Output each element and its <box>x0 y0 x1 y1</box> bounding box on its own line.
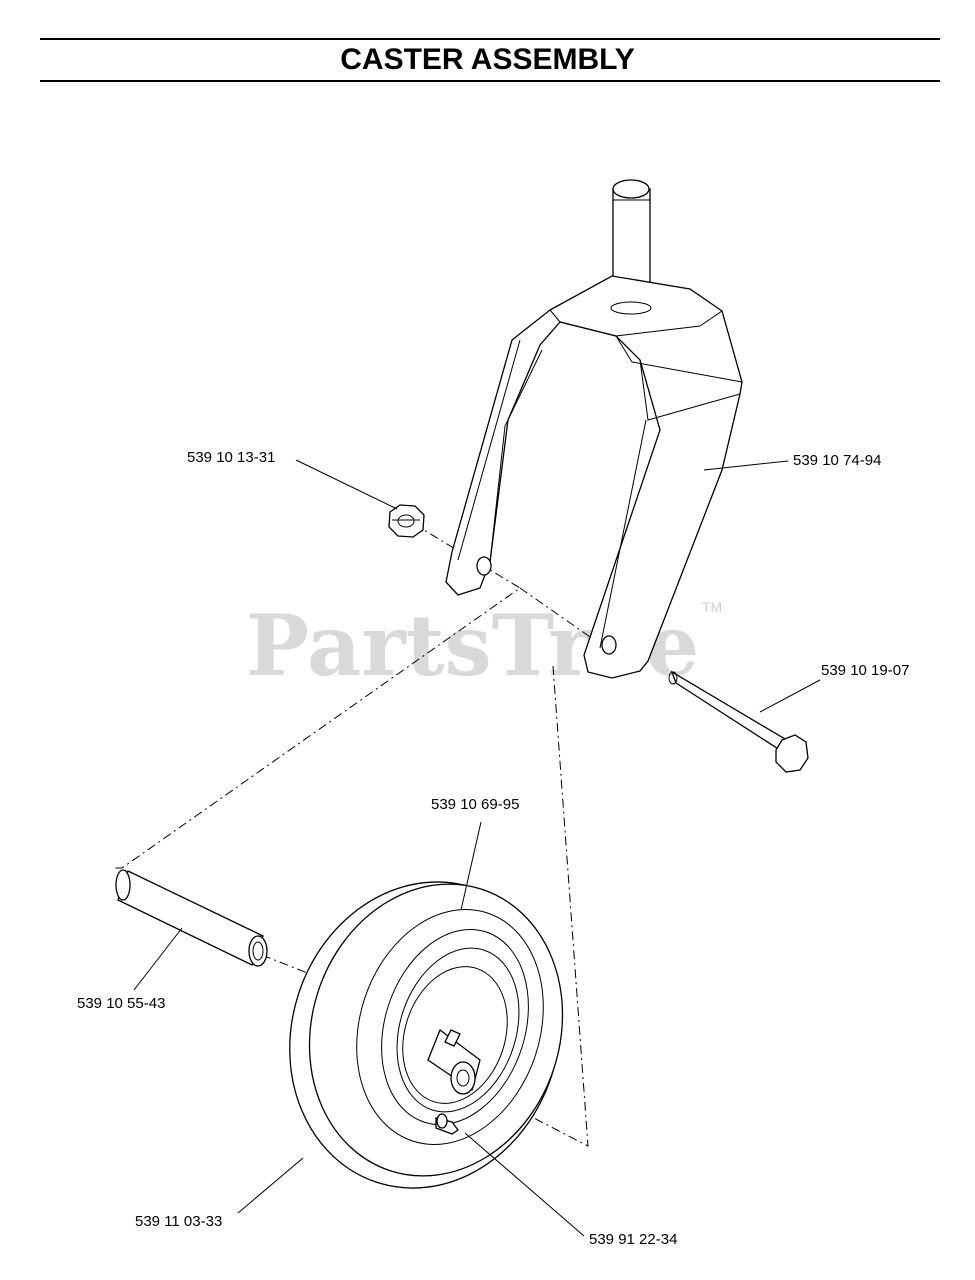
callout-labels: 539 10 13-31 539 10 74-94 539 10 19-07 5… <box>77 449 909 1248</box>
callout-wheel: 539 11 03-33 <box>135 1213 222 1230</box>
page-title: CASTER ASSEMBLY <box>340 43 635 76</box>
title-rule-bottom <box>40 80 940 82</box>
callout-spacer: 539 10 55-43 <box>77 995 165 1012</box>
bolt <box>668 670 809 773</box>
callout-grease-fitting: 539 91 22-34 <box>589 1231 677 1248</box>
title-rule-top <box>40 38 940 40</box>
spacer-tube <box>115 869 268 967</box>
caster-yoke <box>445 179 743 679</box>
callout-bolt: 539 10 19-07 <box>821 662 909 679</box>
wheel-tire <box>289 881 564 1189</box>
callout-nut: 539 10 13-31 <box>187 449 275 466</box>
callout-yoke: 539 10 74-94 <box>793 452 881 469</box>
watermark-tm: TM <box>702 599 722 615</box>
nut <box>388 504 425 538</box>
leader-lines <box>133 459 821 1237</box>
callout-tire: 539 10 69-95 <box>431 796 519 813</box>
